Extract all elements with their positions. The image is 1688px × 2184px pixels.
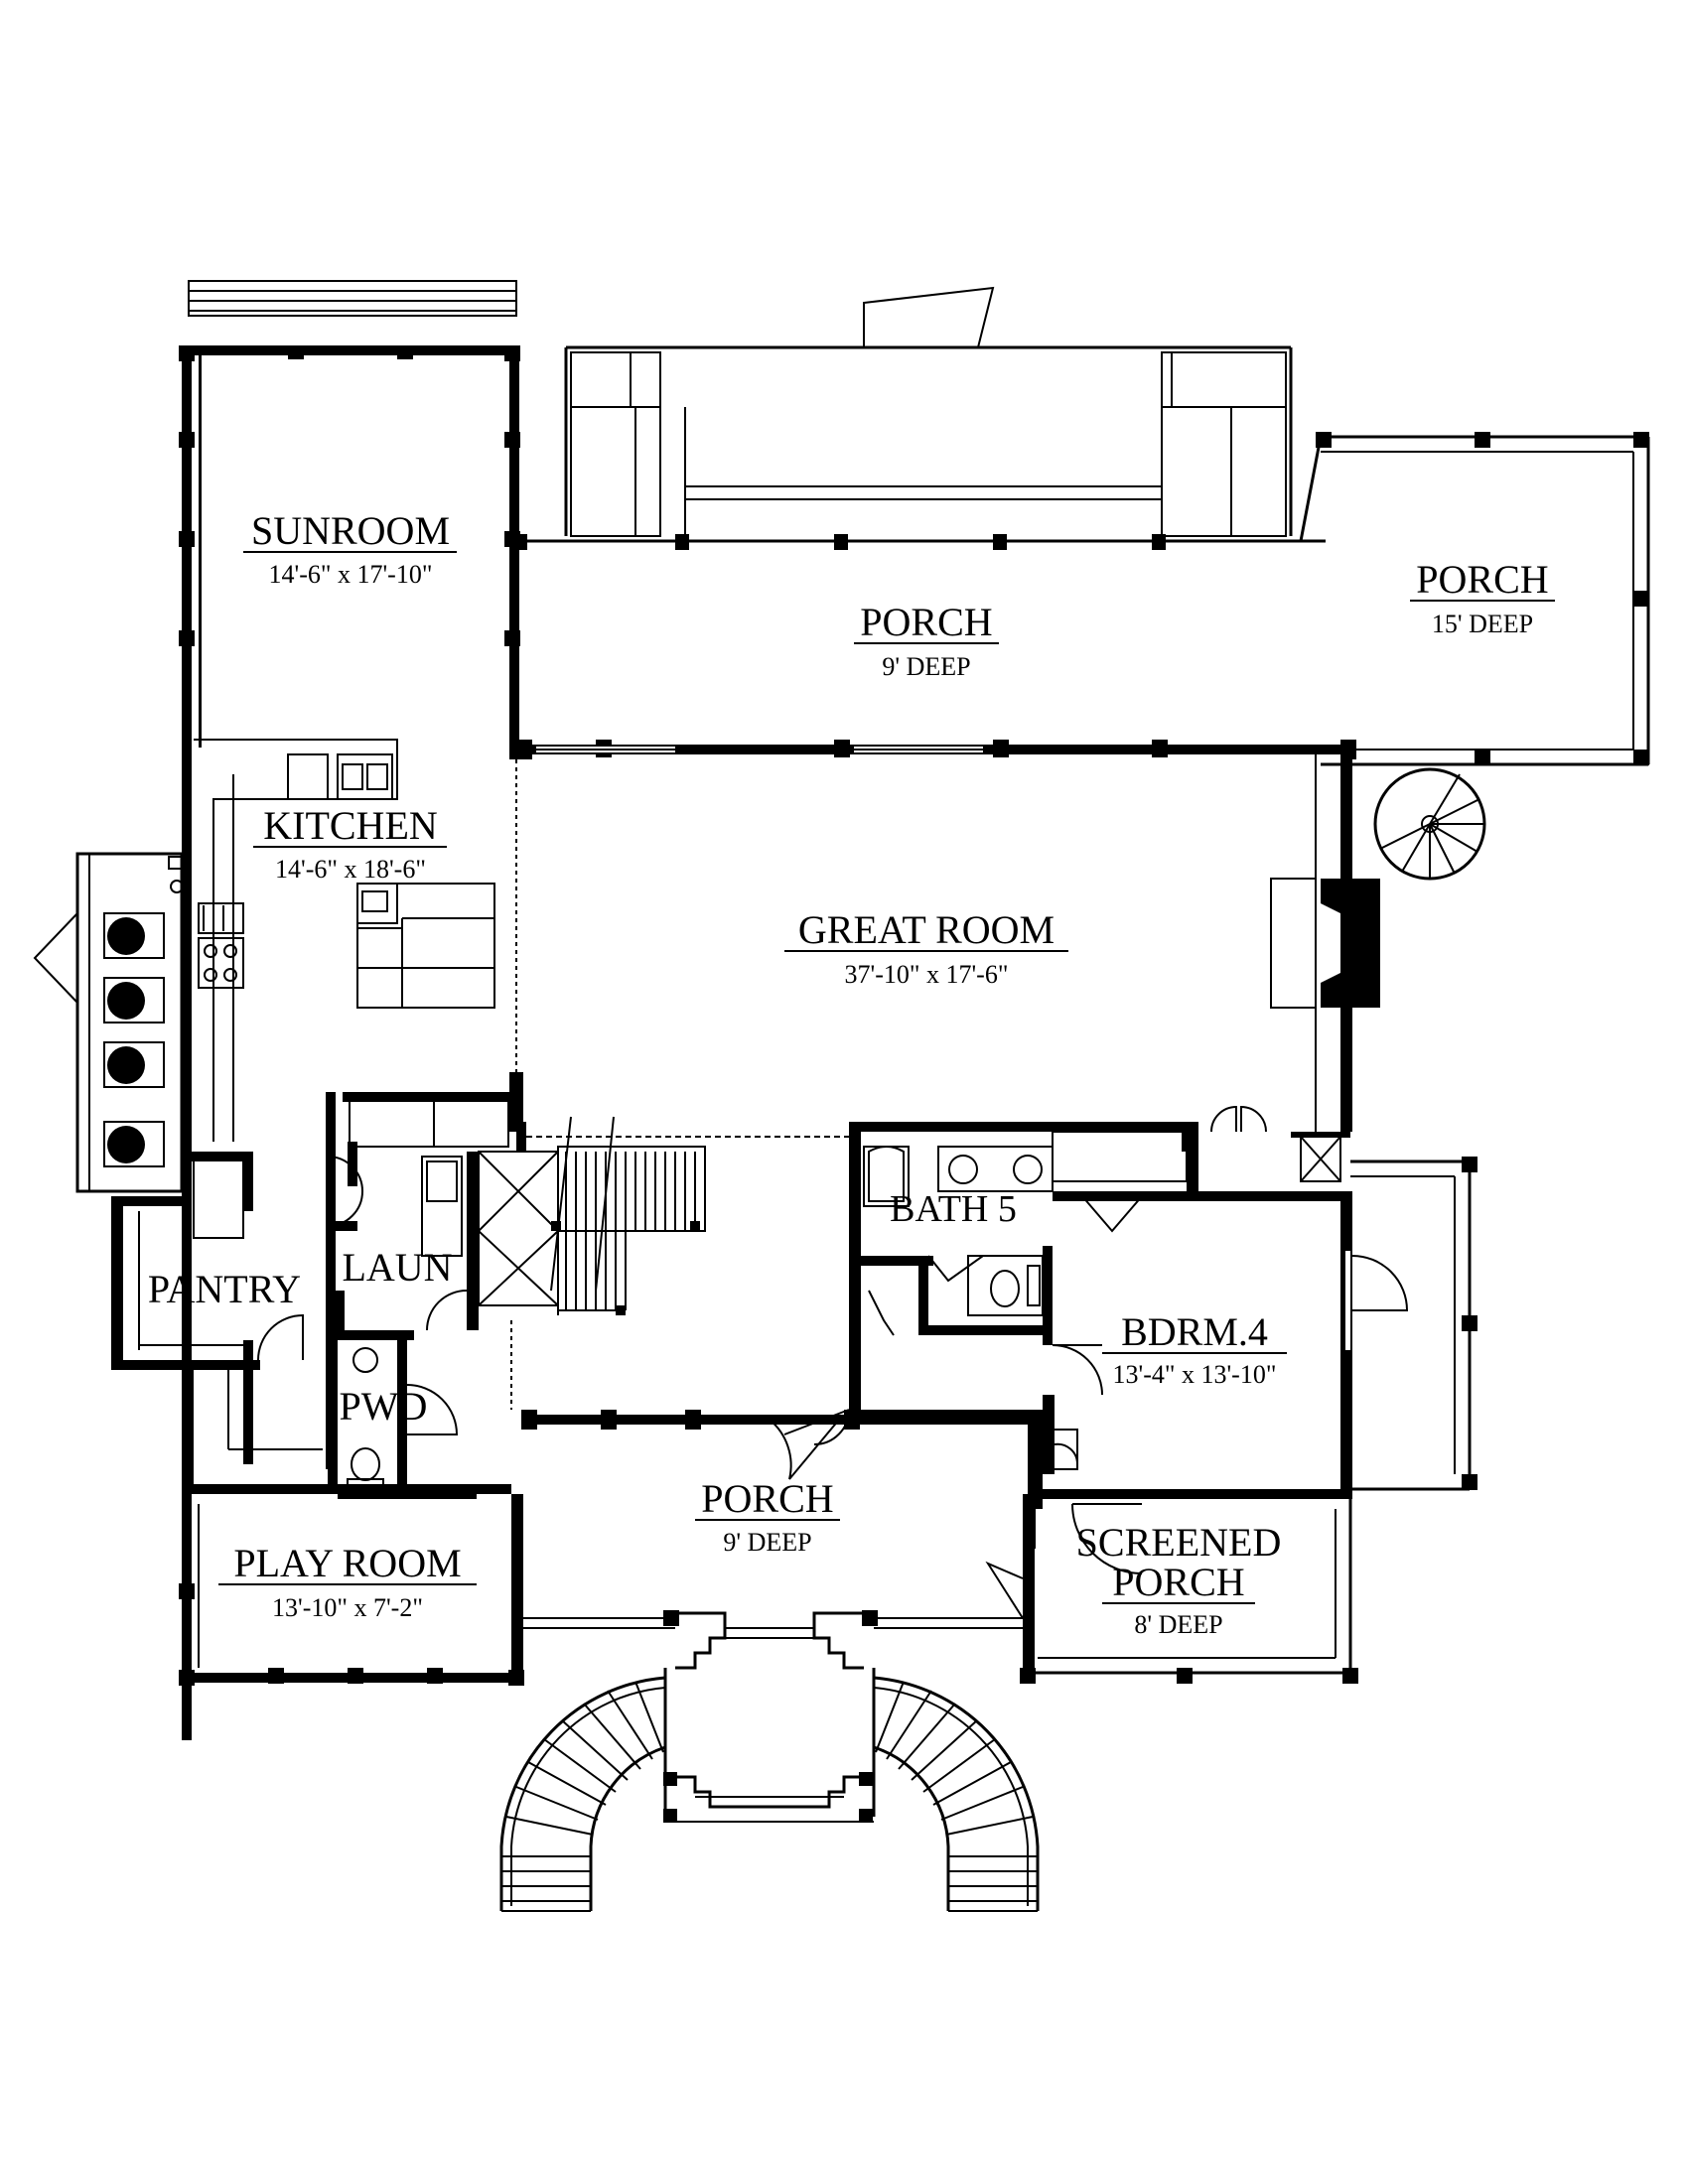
sunroom-walls: [179, 280, 520, 1740]
sunroom-dimensions: 14'-6" x 17'-10": [269, 560, 433, 589]
great-room-walls: [509, 740, 1380, 1420]
side-bumpout: [33, 852, 184, 1193]
front-porch-walls: [521, 1410, 1043, 1823]
kitchen-dimensions: 14'-6" x 18'-6": [275, 855, 426, 884]
side-porch-depth: 15' DEEP: [1432, 610, 1533, 638]
bdrm4-dimensions: 13'-4" x 13'-10": [1113, 1360, 1277, 1389]
service-rooms-walls: [111, 1092, 511, 1499]
rear-porch-label: PORCH: [860, 600, 992, 644]
kitchen-walls: [182, 739, 495, 1152]
great-room-label: GREAT ROOM: [798, 907, 1055, 952]
screened-porch-depth: 8' DEEP: [1134, 1610, 1222, 1639]
bath5-label: BATH 5: [890, 1188, 1017, 1230]
great-room-dimensions: 37'-10" x 17'-6": [845, 960, 1009, 989]
bdrm4-label: BDRM.4: [1121, 1309, 1268, 1354]
screened-porch-label-line2: PORCH: [1112, 1560, 1244, 1604]
play-room-dimensions: 13'-10" x 7'-2": [272, 1593, 423, 1622]
rear-porch-depth: 9' DEEP: [882, 652, 970, 681]
side-porch-walls: [1299, 432, 1650, 881]
pwd-label: PWD: [340, 1384, 428, 1429]
side-porch-label: PORCH: [1416, 557, 1548, 602]
rear-porch-walls: [513, 286, 1356, 759]
screened-porch-label-line1: SCREENED: [1076, 1520, 1282, 1565]
play-room-label: PLAY ROOM: [233, 1541, 461, 1585]
screened-porch-walls: [985, 1494, 1358, 1684]
main-stair: [335, 1116, 706, 1410]
pantry-label: PANTRY: [148, 1267, 301, 1311]
sunroom-label: SUNROOM: [251, 508, 450, 553]
curved-stairs: [499, 1676, 1040, 1912]
laun-label: LAUN: [342, 1245, 452, 1290]
bedroom-wing-walls: [783, 1122, 1409, 1509]
room-labels: SUNROOM 14'-6" x 17'-10" PORCH 9' DEEP P…: [148, 508, 1555, 1639]
east-porch-walls: [1350, 1157, 1477, 1491]
kitchen-label: KITCHEN: [263, 803, 438, 848]
front-porch-label: PORCH: [701, 1476, 833, 1521]
front-porch-depth: 9' DEEP: [723, 1528, 811, 1557]
play-room-walls: [179, 1494, 524, 1686]
